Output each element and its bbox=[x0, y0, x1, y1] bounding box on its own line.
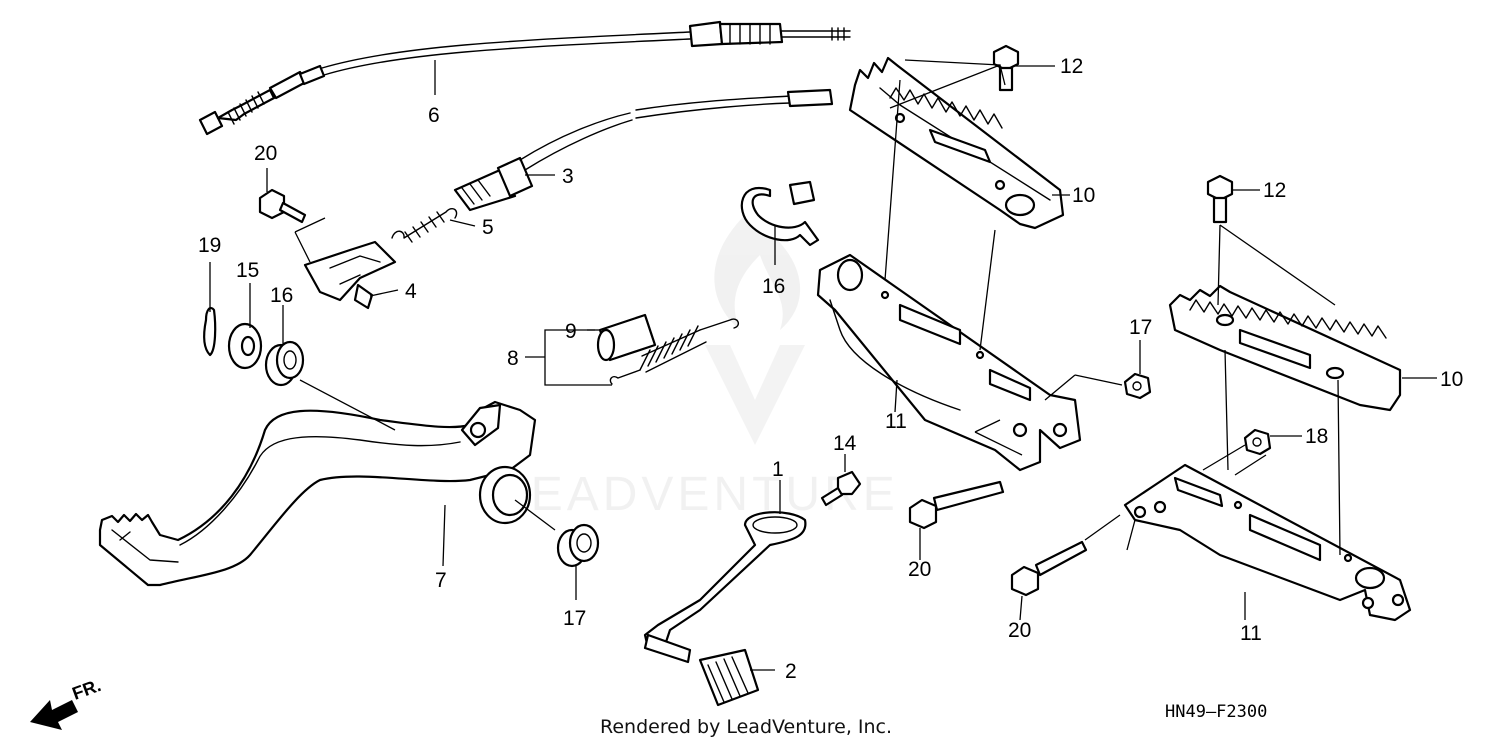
part-20-bolt-left[interactable] bbox=[908, 480, 1005, 530]
part-6-brake-cable[interactable] bbox=[198, 20, 851, 136]
callout-11-left: 11 bbox=[885, 410, 907, 433]
callout-11-right: 11 bbox=[1240, 622, 1262, 645]
part-19-bolt[interactable] bbox=[258, 188, 307, 224]
part-20-bolt-right[interactable] bbox=[1010, 540, 1088, 597]
part-16-seal-upper[interactable] bbox=[264, 340, 305, 387]
callout-12-lower: 12 bbox=[1263, 179, 1286, 202]
callout-20-left: 20 bbox=[908, 558, 931, 581]
part-10-footpeg-right[interactable] bbox=[1168, 284, 1402, 412]
callout-14: 15 bbox=[236, 259, 259, 282]
part-1-shift-lever[interactable] bbox=[643, 511, 807, 664]
callout-19: 20 bbox=[254, 142, 277, 165]
callout-17-lower: 18 bbox=[1305, 425, 1328, 448]
callout-6: 6 bbox=[428, 104, 440, 127]
callout-10-right: 10 bbox=[1440, 368, 1463, 391]
callout-17-upper: 17 bbox=[1129, 316, 1152, 339]
part-16-seal-lower[interactable] bbox=[556, 523, 600, 568]
callout-10-left: 10 bbox=[1072, 184, 1095, 207]
part-17-nut-lower[interactable] bbox=[1243, 428, 1272, 456]
callout-12-upper: 12 bbox=[1060, 55, 1083, 78]
callout-2: 2 bbox=[785, 660, 797, 683]
part-10-footpeg-left[interactable] bbox=[848, 56, 1065, 230]
callouts: 6 3 5 4 20 19 15 16 7 17 9 8 16 11 10 12… bbox=[198, 55, 1463, 683]
callout-13: 14 bbox=[833, 432, 857, 455]
callout-18: 19 bbox=[198, 234, 221, 257]
part-8-spring-assembly[interactable] bbox=[609, 318, 740, 385]
part-12-bolt-lower[interactable] bbox=[1206, 174, 1234, 224]
callout-15: 16 bbox=[762, 275, 785, 298]
part-3-switch-cable[interactable] bbox=[453, 88, 834, 212]
part-18-cotter-pin[interactable] bbox=[203, 306, 217, 357]
part-11-bracket-left[interactable] bbox=[816, 253, 1082, 472]
callout-20-right: 20 bbox=[1008, 619, 1031, 642]
callout-1: 1 bbox=[772, 458, 784, 481]
part-15-clip[interactable] bbox=[740, 180, 820, 247]
direction-label: FR. bbox=[70, 675, 104, 704]
callout-5: 5 bbox=[482, 216, 494, 239]
part-11-bracket-right[interactable] bbox=[1123, 463, 1412, 622]
part-4-bracket[interactable] bbox=[303, 240, 397, 310]
callout-16-upper: 16 bbox=[270, 284, 293, 307]
footer-credit: Rendered by LeadVenture, Inc. bbox=[600, 716, 893, 738]
part-9-sleeve[interactable] bbox=[596, 313, 657, 362]
callout-9: 9 bbox=[565, 320, 577, 343]
part-2-rubber[interactable] bbox=[698, 648, 760, 707]
part-13-bolt[interactable] bbox=[820, 470, 862, 507]
part-12-bolt-upper[interactable] bbox=[992, 44, 1020, 92]
front-direction-arrow: FR. bbox=[30, 675, 104, 730]
callout-3: 3 bbox=[562, 165, 574, 188]
callout-7: 7 bbox=[435, 569, 447, 592]
diagram-code: HN49—F2300 bbox=[1165, 702, 1267, 722]
part-14-washer[interactable] bbox=[227, 322, 263, 370]
part-5-spring[interactable] bbox=[391, 208, 458, 243]
callout-16-lower: 17 bbox=[563, 607, 586, 630]
callout-4: 4 bbox=[405, 280, 417, 303]
part-17-nut-upper[interactable] bbox=[1123, 372, 1152, 400]
part-7-brake-pedal[interactable] bbox=[98, 400, 537, 587]
callout-8: 8 bbox=[507, 347, 519, 370]
leader-lines bbox=[209, 59, 1437, 671]
